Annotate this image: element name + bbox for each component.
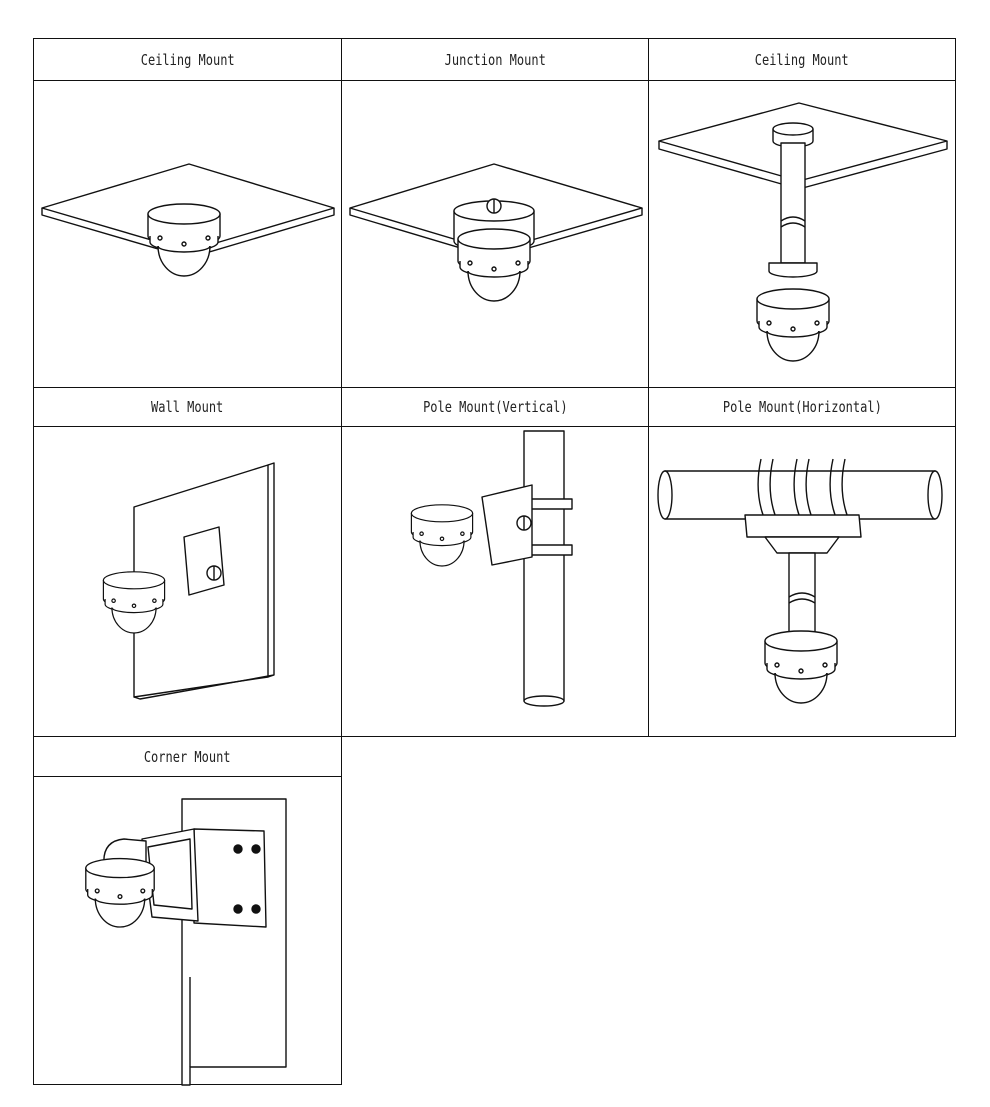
illustration-ceiling-pendant-mount <box>648 80 956 388</box>
header-corner-mount: Corner Mount <box>33 736 342 777</box>
label: Ceiling Mount <box>755 50 849 69</box>
label: Corner Mount <box>144 747 231 766</box>
label: Junction Mount <box>444 50 546 69</box>
illustration-pole-mount-vertical <box>341 426 649 737</box>
header-junction-mount: Junction Mount <box>341 38 649 81</box>
illustration-junction-mount <box>341 80 649 388</box>
header-pole-mount-vertical: Pole Mount(Vertical) <box>341 387 649 427</box>
header-ceiling-mount-pendant: Ceiling Mount <box>648 38 956 81</box>
label: Pole Mount(Vertical) <box>422 398 568 416</box>
label: Pole Mount(Horizontal) <box>722 398 882 416</box>
illustration-pole-mount-horizontal <box>648 426 956 737</box>
illustration-ceiling-mount <box>33 80 342 388</box>
header-pole-mount-horizontal: Pole Mount(Horizontal) <box>648 387 956 427</box>
label: Wall Mount <box>151 398 224 416</box>
header-ceiling-mount: Ceiling Mount <box>33 38 342 81</box>
label: Ceiling Mount <box>140 50 235 69</box>
illustration-wall-mount <box>33 426 342 737</box>
illustration-corner-mount <box>33 776 342 1086</box>
header-wall-mount: Wall Mount <box>33 387 342 427</box>
